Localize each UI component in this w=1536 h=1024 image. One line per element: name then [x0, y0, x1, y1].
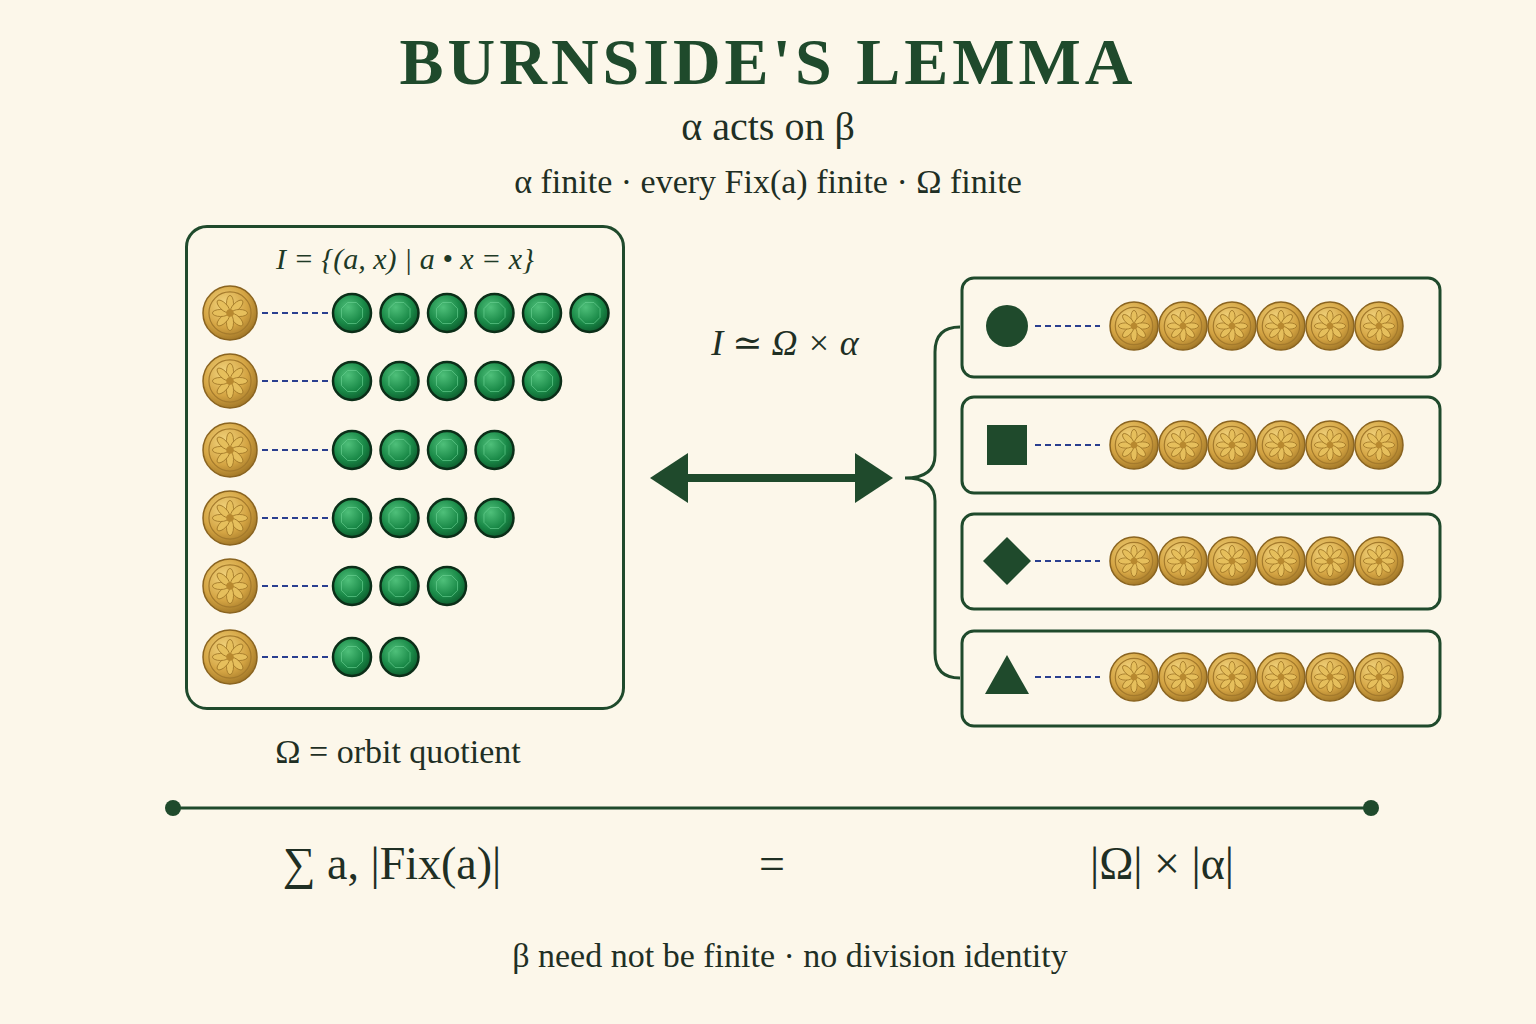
- gold-coin: [1257, 302, 1305, 350]
- green-gem: [381, 362, 419, 400]
- gold-coin: [1159, 537, 1207, 585]
- green-gem: [381, 567, 419, 605]
- gold-coin: [1110, 421, 1158, 469]
- gold-coin: [1355, 653, 1403, 701]
- formula-right: |Ω| × |α|: [1090, 839, 1234, 890]
- gold-coin: [1110, 537, 1158, 585]
- green-gem: [523, 362, 561, 400]
- brace: [905, 327, 960, 678]
- gold-coin: [203, 354, 257, 408]
- green-gem: [428, 567, 466, 605]
- gold-coin: [1208, 537, 1256, 585]
- green-gem: [476, 431, 514, 469]
- green-gem: [476, 362, 514, 400]
- diamond-symbol: [983, 537, 1031, 585]
- gold-coin: [1306, 302, 1354, 350]
- green-gem: [571, 294, 609, 332]
- orbit-note: Ω = orbit quotient: [275, 733, 521, 770]
- box-heading: I = {(a, x) | a • x = x}: [188, 242, 622, 276]
- dashed-leaders: [262, 313, 1100, 677]
- divider: [165, 800, 1379, 816]
- title: BURNSIDE'S LEMMA: [400, 26, 1137, 99]
- gold-coin: [1257, 421, 1305, 469]
- orbit-boxes: [962, 278, 1440, 726]
- green-gem: [333, 431, 371, 469]
- green-gem: [428, 499, 466, 537]
- green-gem: [476, 499, 514, 537]
- circle-symbol: [986, 305, 1028, 347]
- gold-coin: [203, 491, 257, 545]
- formula-left: ∑ a, |Fix(a)|: [283, 839, 502, 890]
- gold-coin: [1208, 302, 1256, 350]
- gold-coin: [1159, 421, 1207, 469]
- double-arrow: [650, 453, 893, 503]
- gold-coin: [1110, 653, 1158, 701]
- orbit-symbols: [983, 305, 1031, 694]
- gold-coin: [1208, 653, 1256, 701]
- triangle-symbol: [985, 655, 1029, 694]
- green-gem: [428, 362, 466, 400]
- gold-coin: [1306, 653, 1354, 701]
- gold-coin: [1110, 302, 1158, 350]
- gold-coin: [1257, 653, 1305, 701]
- gold-coin: [1355, 302, 1403, 350]
- green-gem: [381, 499, 419, 537]
- square-symbol: [987, 425, 1027, 465]
- green-gem: [428, 294, 466, 332]
- gold-coin: [1355, 421, 1403, 469]
- gold-coin: [203, 423, 257, 477]
- green-gem: [523, 294, 561, 332]
- green-gem: [333, 362, 371, 400]
- orbit-box: [962, 278, 1440, 377]
- green-gem: [333, 499, 371, 537]
- gem-group: [333, 294, 609, 676]
- gold-coin: [1257, 537, 1305, 585]
- equals-sign: =: [759, 839, 785, 890]
- green-gem: [476, 294, 514, 332]
- green-gem: [428, 431, 466, 469]
- gold-coin: [1159, 653, 1207, 701]
- gold-coin: [1208, 421, 1256, 469]
- bijection-label: I ≃ Ω × α: [711, 324, 858, 364]
- gold-coin: [203, 630, 257, 684]
- conditions: α finite · every Fix(a) finite · Ω finit…: [514, 163, 1022, 200]
- gold-coin: [203, 286, 257, 340]
- green-gem: [381, 294, 419, 332]
- gold-coin: [1159, 302, 1207, 350]
- gold-coin: [1306, 537, 1354, 585]
- gold-coin: [1306, 421, 1354, 469]
- orbit-box: [962, 631, 1440, 726]
- orbit-box: [962, 514, 1440, 609]
- gold-coin: [1355, 537, 1403, 585]
- footer-note: β need not be finite · no division ident…: [512, 937, 1068, 974]
- green-gem: [381, 431, 419, 469]
- orbit-box: [962, 397, 1440, 493]
- gold-coin: [203, 559, 257, 613]
- green-gem: [333, 567, 371, 605]
- green-gem: [333, 294, 371, 332]
- subtitle: α acts on β: [681, 105, 855, 149]
- green-gem: [333, 638, 371, 676]
- green-gem: [381, 638, 419, 676]
- incidence-box: I = {(a, x) | a • x = x}: [185, 225, 625, 710]
